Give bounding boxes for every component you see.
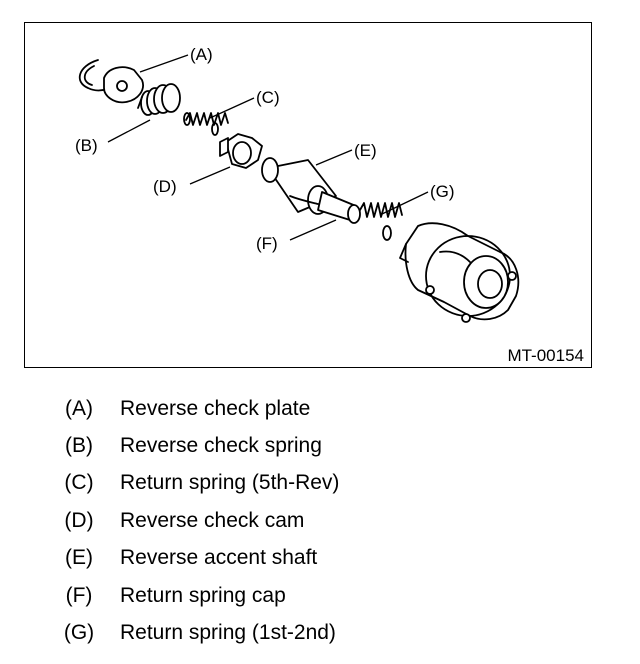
legend-key: (G) xyxy=(63,621,95,644)
legend-item: (D) Reverse check cam xyxy=(0,506,640,536)
callout-d: (D) xyxy=(153,177,177,196)
exploded-view-diagram: (A) (B) (C) (D) (E) (F) (G) MT-00154 xyxy=(75,45,584,365)
figure-frame xyxy=(24,22,592,368)
legend-text: Reverse accent shaft xyxy=(120,546,318,569)
legend-item: (F) Return spring cap xyxy=(0,581,640,611)
legend-item: (G) Return spring (1st-2nd) xyxy=(0,618,640,648)
legend-text: Reverse check cam xyxy=(120,509,305,532)
callout-a: (A) xyxy=(190,45,213,64)
legend-text: Return spring (5th-Rev) xyxy=(120,471,340,494)
legend-key: (E) xyxy=(65,546,93,569)
leader-lines xyxy=(107,54,429,241)
legend-item: (A) Reverse check plate xyxy=(0,394,640,424)
callout-f: (F) xyxy=(256,234,278,253)
return-spring-5th-rev-part xyxy=(183,112,229,136)
legend-text: Return spring (1st-2nd) xyxy=(120,621,336,644)
legend-key: (A) xyxy=(65,397,93,420)
callout-b: (B) xyxy=(75,136,98,155)
callout-g: (G) xyxy=(430,182,455,201)
callout-e: (E) xyxy=(354,141,377,160)
legend-item: (B) Reverse check spring xyxy=(0,431,640,461)
callout-c: (C) xyxy=(256,88,280,107)
legend-text: Return spring cap xyxy=(120,584,286,607)
legend-item: (C) Return spring (5th-Rev) xyxy=(0,468,640,498)
return-spring-cap-part xyxy=(347,204,361,224)
legend-text: Reverse check plate xyxy=(120,397,311,420)
legend-key: (F) xyxy=(65,584,93,607)
legend-key: (C) xyxy=(64,471,94,494)
figure-code: MT-00154 xyxy=(507,346,584,365)
reverse-check-spring-part xyxy=(137,83,181,116)
reverse-check-plate-part xyxy=(78,59,144,104)
legend-key: (D) xyxy=(64,509,94,532)
legend-key: (B) xyxy=(65,434,93,457)
legend-item: (E) Reverse accent shaft xyxy=(0,543,640,573)
housing-cover-part xyxy=(399,222,520,323)
reverse-check-cam-part xyxy=(219,133,263,169)
reverse-accent-shaft-part xyxy=(261,157,357,221)
return-spring-1st-2nd-part xyxy=(359,202,403,241)
legend-text: Reverse check spring xyxy=(120,434,322,457)
